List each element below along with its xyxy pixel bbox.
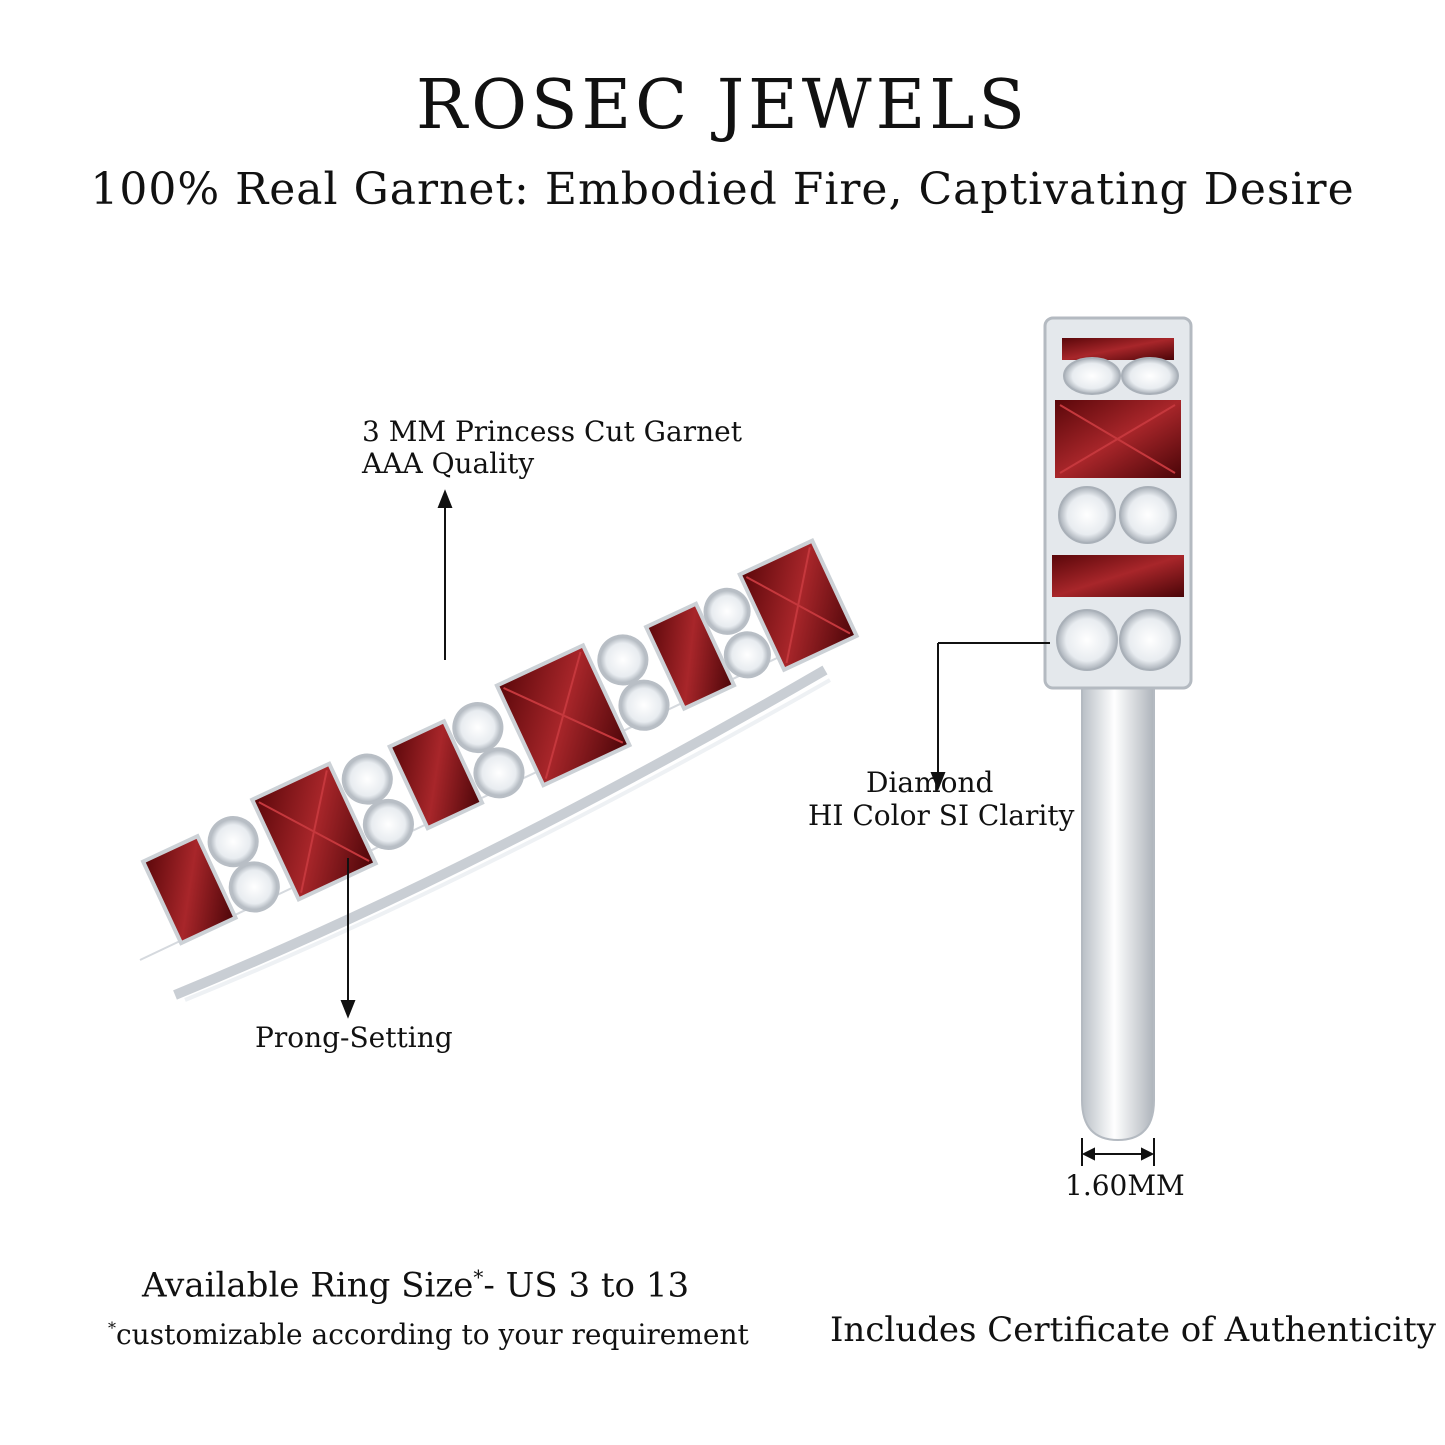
diamond-stone [597, 634, 649, 686]
note-star: * [108, 1318, 116, 1338]
diamond-stone [1119, 486, 1177, 544]
right-ring [1043, 316, 1193, 1142]
diamond-stone [1056, 609, 1118, 671]
brand-title: ROSEC JEWELS [416, 66, 1029, 145]
diamond-annotation-line2: HI Color SI Clarity [808, 799, 1075, 832]
note-text: customizable according to your requireme… [116, 1318, 749, 1351]
ring-size-label: Available Ring Size [142, 1265, 474, 1306]
diamond-stone [618, 679, 670, 731]
garnet-stone [140, 833, 239, 946]
diamond-stone [1121, 357, 1179, 395]
diamond-stone [228, 861, 280, 913]
diamond-stone [362, 798, 414, 850]
certificate-text: Includes Certificate of Authenticity [830, 1310, 1437, 1350]
ring-size-star: * [473, 1265, 484, 1289]
ring-size-text: Available Ring Size*- US 3 to 13 [142, 1265, 689, 1305]
left-ring [139, 538, 860, 1002]
width-annotation: 1.60MM [1065, 1169, 1185, 1202]
garnet-stone [1062, 338, 1174, 360]
garnet-stone [1052, 555, 1184, 597]
customization-note: *customizable according to your requirem… [108, 1318, 749, 1351]
diamond-stone [723, 631, 771, 679]
ring-size-range: - US 3 to 13 [483, 1265, 690, 1306]
garnet-stone [386, 718, 485, 831]
tagline: 100% Real Garnet: Embodied Fire, Captiva… [90, 164, 1355, 215]
diamond-stone [703, 587, 751, 635]
diamond-stone [473, 747, 525, 799]
diamond-stone [1119, 609, 1181, 671]
diamond-stone [1063, 357, 1121, 395]
annotation-arrows [340, 489, 1155, 1166]
diamond-annotation-line1: Diamond [866, 766, 994, 799]
garnet-stone [643, 601, 737, 712]
diamond-stone [207, 816, 259, 868]
diamond-stone [1058, 486, 1116, 544]
garnet-annotation-line1: 3 MM Princess Cut Garnet [362, 415, 742, 448]
diamond-stone [341, 753, 393, 805]
prong-annotation: Prong-Setting [255, 1021, 453, 1054]
garnet-annotation-line2: AAA Quality [362, 447, 535, 480]
diamond-stone [452, 702, 504, 754]
